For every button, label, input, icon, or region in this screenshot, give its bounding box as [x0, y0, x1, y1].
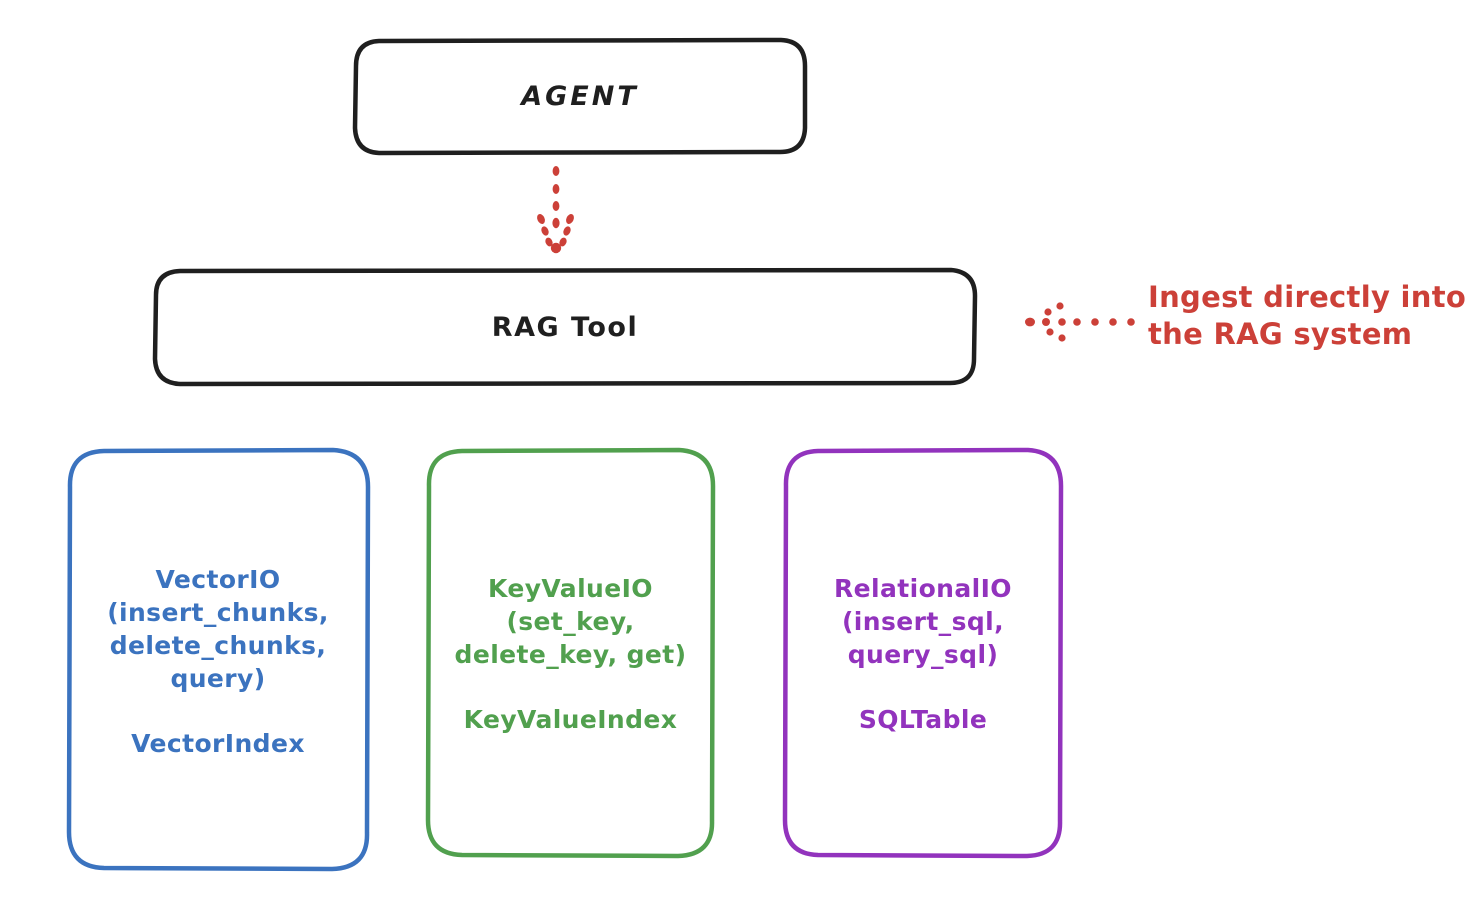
keyvalue-io-node[interactable]: KeyValueIO (set_key, delete_key, get) Ke…: [428, 450, 713, 856]
rag-tool-node[interactable]: RAG Tool: [155, 270, 975, 384]
agent-to-rag-arrow: [537, 166, 574, 254]
relational-io-node-label: RelationalIO (insert_sql, query_sql): [834, 574, 1012, 669]
ingest-annotation-text: Ingest directly into the RAG system: [1148, 280, 1467, 352]
agent-node[interactable]: AGENT: [355, 40, 805, 153]
vector-io-node-label: VectorIO (insert_chunks, delete_chunks, …: [107, 564, 329, 693]
keyvalue-io-box-outline: [425, 447, 716, 859]
relational-io-node[interactable]: RelationalIO (insert_sql, query_sql) SQL…: [785, 450, 1061, 856]
ingest-callout-arrow: [1025, 302, 1135, 342]
agent-box-outline: [352, 37, 808, 156]
vector-io-box-outline: [66, 447, 371, 872]
sql-table-label: SQLTable: [858, 705, 988, 734]
vector-index-label: VectorIndex: [131, 728, 305, 758]
rag-tool-node-label: RAG Tool: [491, 311, 639, 343]
keyvalue-index-label: KeyValueIndex: [463, 705, 678, 734]
agent-node-label: AGENT: [521, 81, 639, 112]
vector-io-node[interactable]: VectorIO (insert_chunks, delete_chunks, …: [68, 450, 368, 870]
keyvalue-io-node-label: KeyValueIO (set_key, delete_key, get): [454, 574, 687, 669]
rag-tool-box-outline: [152, 267, 978, 387]
relational-io-box-outline: [782, 447, 1064, 859]
